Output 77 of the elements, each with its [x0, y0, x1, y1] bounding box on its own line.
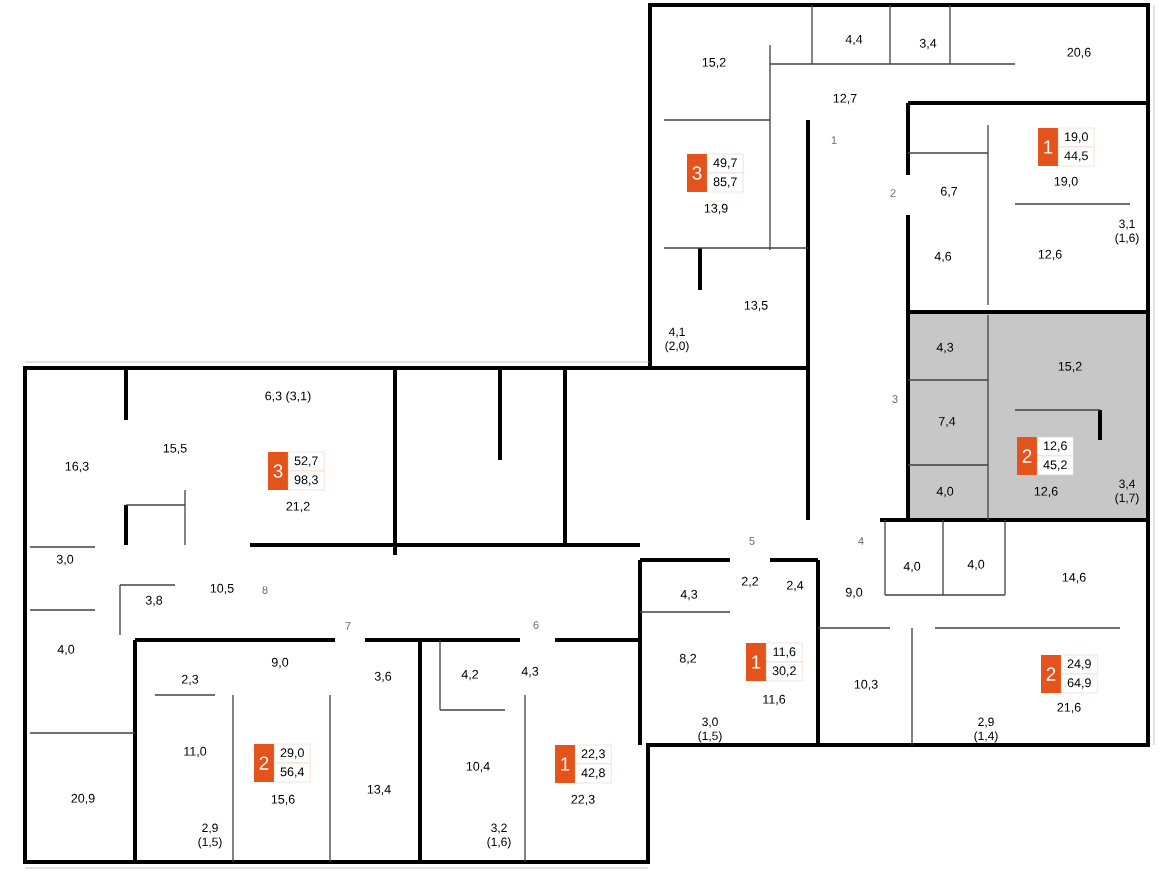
area-label: 16,3	[65, 461, 89, 473]
area-value: 42,8	[575, 763, 612, 784]
area-label: 2,9 (1,5)	[198, 823, 222, 849]
area-label: 10,5	[210, 583, 234, 595]
area-value: 19,0	[1058, 127, 1095, 148]
area-value: 22,3	[575, 744, 612, 765]
area-value: 45,2	[1037, 455, 1074, 476]
area-label: 4,3	[680, 589, 698, 601]
area-label: 2,9 (1,4)	[974, 717, 998, 743]
area-value: 52,7	[288, 451, 325, 472]
area-label: 3,4 (1,7)	[1115, 479, 1139, 505]
area-label: 9,0	[271, 657, 289, 669]
area-label: 3,1 (1,6)	[1115, 219, 1139, 245]
area-label: 13,4	[367, 784, 391, 796]
area-label: 4,2	[461, 669, 479, 681]
area-value: 98,3	[288, 470, 325, 491]
area-label: 3,8	[145, 595, 163, 607]
door-number: 2	[890, 189, 896, 197]
area-label: 4,0	[967, 559, 985, 571]
area-label: 8,2	[679, 653, 697, 665]
apartment-badge: 2	[254, 744, 274, 782]
area-label: 4,6	[934, 251, 952, 263]
area-label: 12,7	[833, 93, 857, 105]
door-number: 3	[892, 395, 898, 403]
door-number: 4	[858, 537, 864, 545]
area-label: 4,0	[903, 561, 921, 573]
area-label: 4,0	[57, 644, 75, 656]
area-value: 44,5	[1058, 146, 1095, 167]
area-label: 21,2	[286, 501, 310, 513]
area-value: 29,0	[274, 743, 311, 764]
area-label: 3,0	[56, 554, 74, 566]
area-label: 7,4	[938, 416, 956, 428]
apartment-badge: 1	[555, 745, 575, 783]
area-label: 4,0	[936, 486, 954, 498]
apartment-badge: 1	[1038, 128, 1058, 166]
area-label: 15,2	[702, 57, 726, 69]
area-label: 9,0	[845, 587, 863, 599]
area-value: 85,7	[707, 172, 744, 193]
area-label: 13,5	[744, 300, 768, 312]
area-value: 24,9	[1061, 654, 1098, 675]
area-value: 56,4	[274, 762, 311, 783]
area-value: 12,6	[1037, 436, 1074, 457]
area-label: 6,7	[940, 186, 958, 198]
area-label: 10,3	[854, 679, 878, 691]
area-value: 11,6	[766, 642, 803, 663]
area-label: 2,3	[181, 674, 199, 686]
area-label: 14,6	[1062, 572, 1086, 584]
area-label: 10,4	[466, 761, 490, 773]
door-number: 8	[262, 586, 268, 594]
apartment-badge: 3	[268, 452, 288, 490]
area-label: 4,3	[521, 666, 539, 678]
area-label: 2,4	[786, 580, 804, 592]
area-label: 3,2 (1,6)	[487, 823, 511, 849]
area-label: 20,9	[71, 793, 95, 805]
area-label: 4,4	[845, 34, 863, 46]
area-value: 30,2	[766, 661, 803, 682]
apartment-badge: 1	[746, 643, 766, 681]
area-label: 3,6	[374, 671, 392, 683]
area-label: 3,0 (1,5)	[698, 717, 722, 743]
area-label: 15,6	[271, 794, 295, 806]
door-number: 5	[749, 537, 755, 545]
area-label: 4,1 (2,0)	[665, 327, 689, 353]
area-value: 49,7	[707, 153, 744, 174]
apartment-badge: 2	[1041, 655, 1061, 693]
area-label: 3,4	[919, 38, 937, 50]
apartment-badge: 3	[687, 154, 707, 192]
door-number: 6	[533, 621, 539, 629]
area-value: 64,9	[1061, 673, 1098, 694]
area-label: 12,6	[1038, 249, 1062, 261]
area-label: 15,5	[163, 443, 187, 455]
door-number: 7	[345, 622, 351, 630]
area-label: 2,2	[741, 576, 759, 588]
apartment-badge: 2	[1017, 437, 1037, 475]
area-label: 20,6	[1067, 47, 1091, 59]
door-number: 1	[831, 136, 837, 144]
area-label: 4,3	[936, 342, 954, 354]
area-label: 15,2	[1058, 361, 1082, 373]
